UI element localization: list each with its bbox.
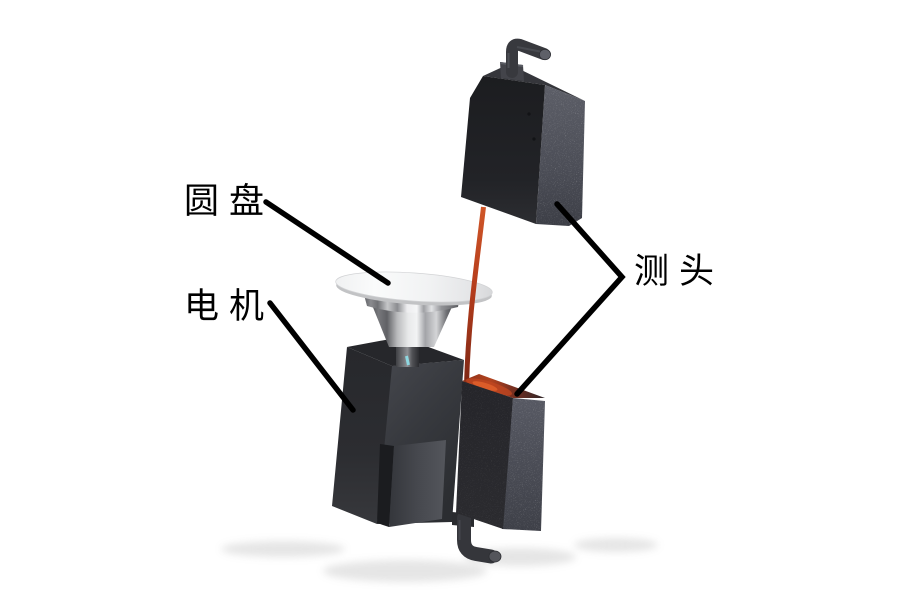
top-probe-block xyxy=(461,38,585,226)
motor-block xyxy=(332,337,464,527)
bracket-side xyxy=(377,444,394,527)
top-cable-elbow xyxy=(500,38,552,81)
leader-line-disc xyxy=(263,199,391,286)
label-motor: 电机 xyxy=(184,287,275,326)
red-wire xyxy=(464,206,486,387)
sensor-glint xyxy=(405,355,410,366)
floor-shadow xyxy=(221,538,658,582)
spindle-stub xyxy=(396,342,419,367)
bracket-front xyxy=(389,440,446,527)
label-probe: 测头 xyxy=(634,252,725,291)
label-disc: 圆盘 xyxy=(184,182,275,221)
leader-line-motor xyxy=(267,300,356,413)
leader-lines xyxy=(263,199,626,413)
bottom-probe-block xyxy=(452,374,545,564)
leader-line-probe xyxy=(514,201,626,397)
disc xyxy=(335,271,493,306)
